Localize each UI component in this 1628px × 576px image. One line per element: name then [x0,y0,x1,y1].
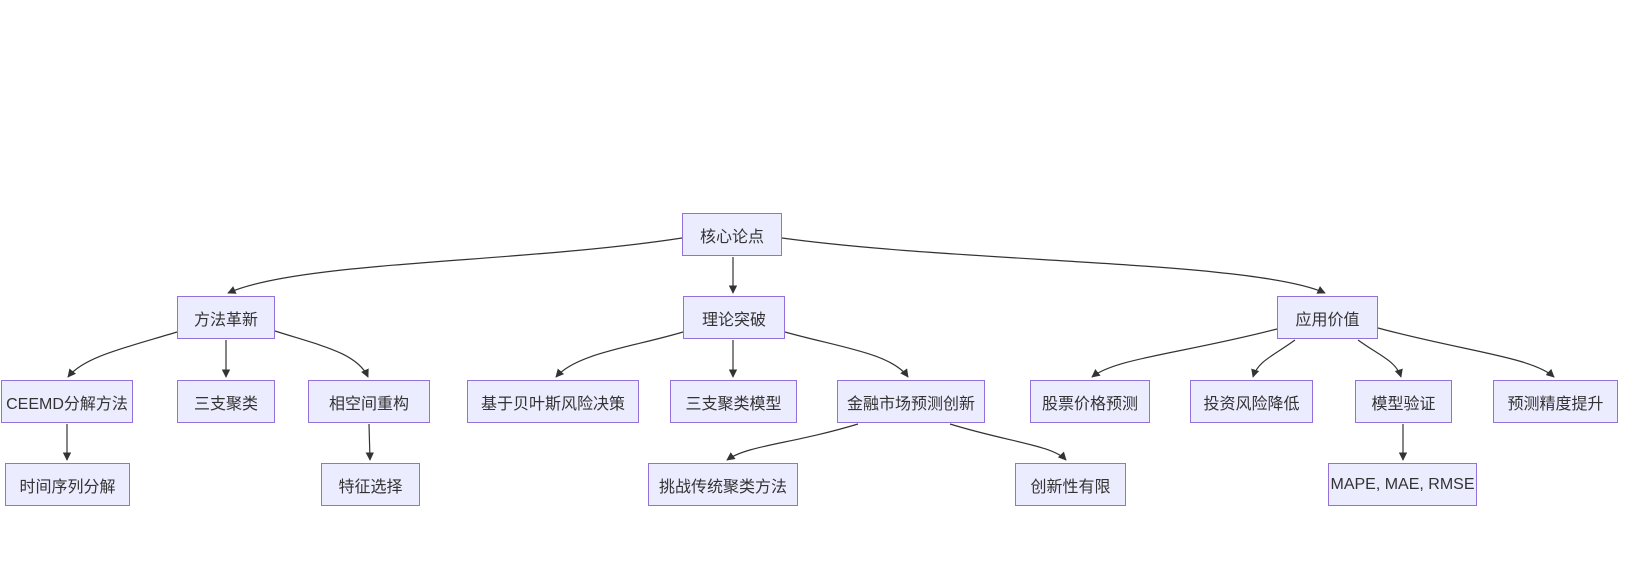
node-feature-selection: 特征选择 [321,463,420,506]
node-investment-risk-reduction-label: 投资风险降低 [1203,395,1300,413]
node-stock-price-prediction: 股票价格预测 [1030,380,1150,423]
node-bayesian-risk-decision-label: 基于贝叶斯风险决策 [480,395,625,413]
node-three-way-clustering-model: 三支聚类模型 [670,380,797,423]
node-phase-space-reconstruction-label: 相空间重构 [328,395,409,413]
node-challenge-traditional-clustering: 挑战传统聚类方法 [648,463,798,506]
node-three-way-clustering-label: 三支聚类 [193,395,258,413]
node-application-value-label: 应用价值 [1295,311,1360,329]
edge-application-value-to-prediction-accuracy-improvement [1377,327,1555,378]
node-evaluation-metrics: MAPE, MAE, RMSE [1328,463,1477,506]
node-theoretical-breakthrough-label: 理论突破 [701,311,766,329]
node-core-thesis-label: 核心论点 [699,228,764,246]
edge-application-value-to-investment-risk-reduction [1251,339,1296,378]
node-three-way-clustering-model-label: 三支聚类模型 [685,395,782,413]
node-bayesian-risk-decision: 基于贝叶斯风险决策 [467,380,639,423]
node-core-thesis: 核心论点 [682,213,782,256]
edge-financial-market-prediction-innovation-to-limited-innovation [949,423,1067,461]
edge-method-innovation-to-phase-space-reconstruction [274,330,369,378]
node-prediction-accuracy-improvement: 预测精度提升 [1493,380,1618,423]
edge-financial-market-prediction-innovation-to-challenge-traditional-clustering [726,423,859,461]
edge-core-thesis-to-method-innovation [227,237,683,294]
node-financial-market-prediction-innovation-label: 金融市场预测创新 [846,395,975,413]
node-challenge-traditional-clustering-label: 挑战传统聚类方法 [658,478,787,496]
node-phase-space-reconstruction: 相空间重构 [308,380,430,423]
node-feature-selection-label: 特征选择 [338,478,403,496]
edge-application-value-to-stock-price-prediction [1091,328,1278,378]
node-theoretical-breakthrough: 理论突破 [683,296,785,339]
node-model-validation: 模型验证 [1355,380,1452,423]
edge-theoretical-breakthrough-to-financial-market-prediction-innovation [784,331,909,378]
node-application-value: 应用价值 [1277,296,1378,339]
node-evaluation-metrics-label: MAPE, MAE, RMSE [1330,475,1475,493]
edge-method-innovation-to-ceemd-decomposition [67,331,178,378]
node-ceemd-decomposition: CEEMD分解方法 [1,380,133,423]
node-limited-innovation-label: 创新性有限 [1030,478,1111,496]
node-ceemd-decomposition-label: CEEMD分解方法 [6,395,128,413]
edge-core-thesis-to-application-value [781,237,1326,294]
node-time-series-decomposition: 时间序列分解 [5,463,130,506]
edge-theoretical-breakthrough-to-bayesian-risk-decision [555,331,684,378]
node-financial-market-prediction-innovation: 金融市场预测创新 [837,380,985,423]
node-prediction-accuracy-improvement-label: 预测精度提升 [1507,395,1604,413]
node-method-innovation: 方法革新 [177,296,275,339]
edge-phase-space-reconstruction-to-feature-selection [365,423,374,461]
node-limited-innovation: 创新性有限 [1015,463,1126,506]
node-method-innovation-label: 方法革新 [193,311,258,329]
node-time-series-decomposition-label: 时间序列分解 [19,478,116,496]
node-three-way-clustering: 三支聚类 [177,380,275,423]
node-stock-price-prediction-label: 股票价格预测 [1041,395,1138,413]
edge-application-value-to-model-validation [1357,339,1403,378]
node-model-validation-label: 模型验证 [1371,395,1436,413]
node-investment-risk-reduction: 投资风险降低 [1190,380,1313,423]
